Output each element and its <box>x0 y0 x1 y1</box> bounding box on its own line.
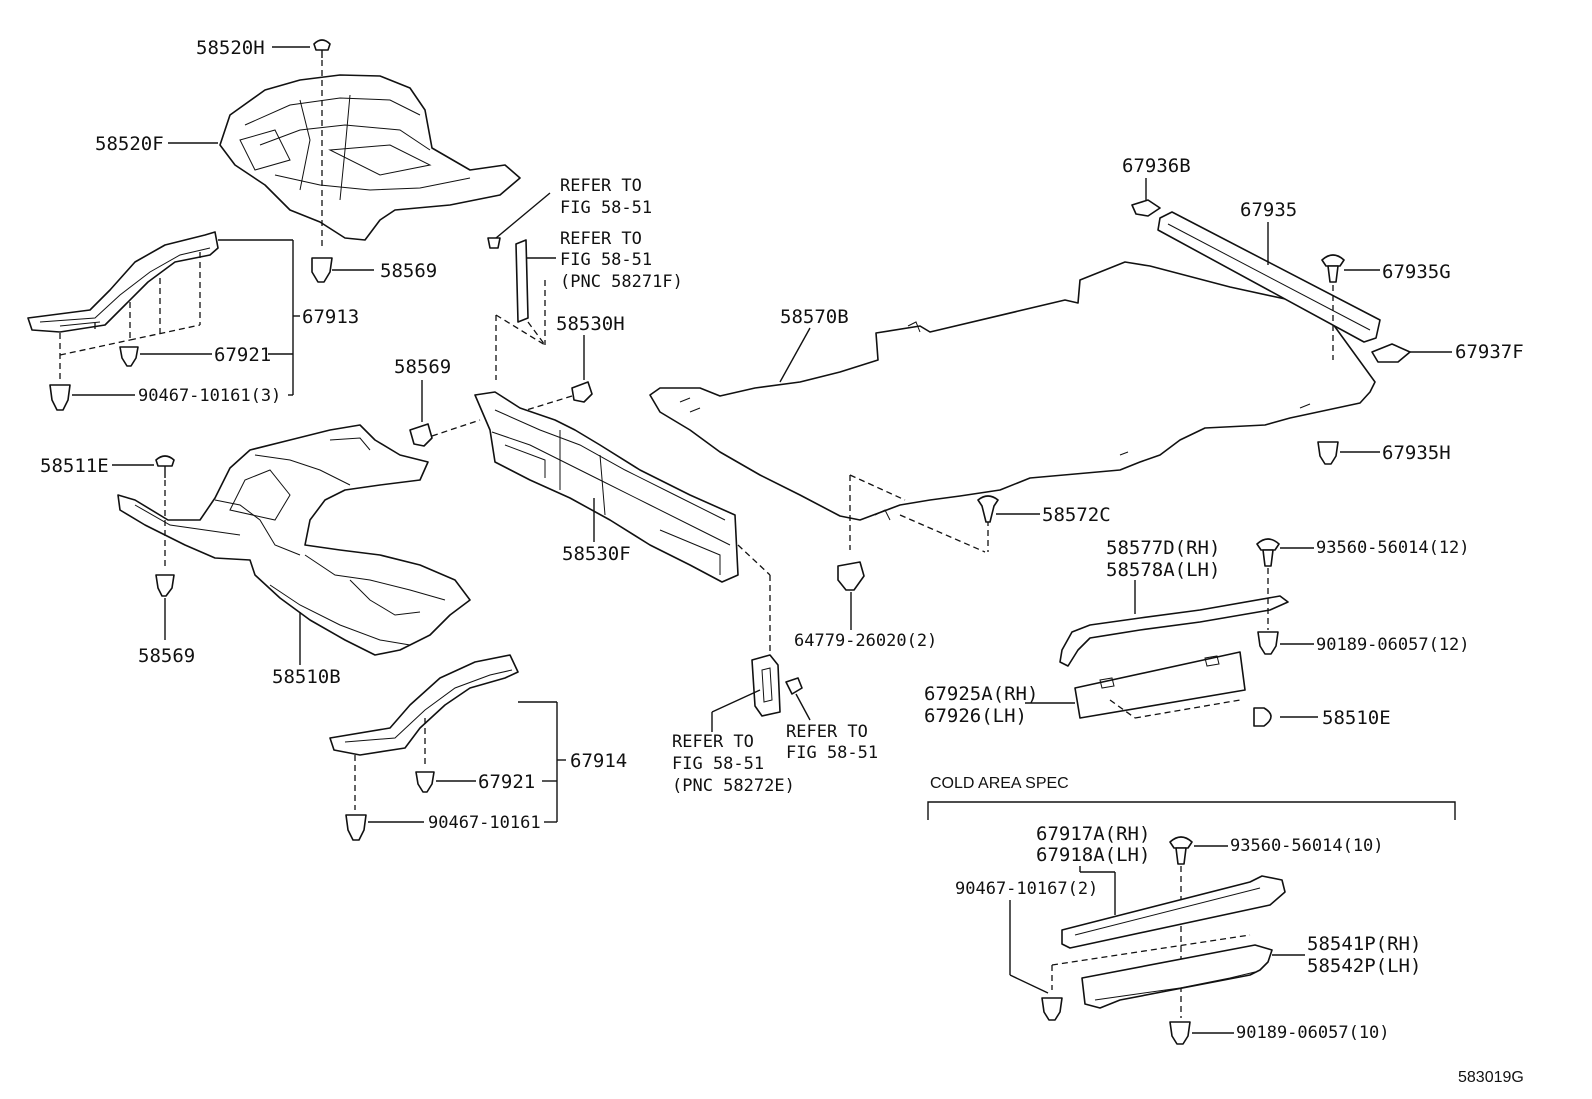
label-58569-b: 58569 <box>394 356 451 378</box>
clip-67921-a <box>119 346 139 367</box>
step-cover-67917A <box>1061 875 1286 949</box>
label-90467-2: 90467-10167(2) <box>955 879 1098 899</box>
label-67935H: 67935H <box>1382 442 1451 464</box>
label-58542P: 58542P(LH) <box>1307 955 1421 977</box>
label-58510B: 58510B <box>272 666 341 688</box>
panel-67925A <box>1074 651 1246 719</box>
label-93560-10: 93560-56014(10) <box>1230 836 1384 856</box>
label-67918A: 67918A(LH) <box>1036 844 1150 866</box>
clip-58510E <box>1253 707 1272 727</box>
label-67917A: 67917A(RH) <box>1036 823 1150 845</box>
floor-mat-58570B <box>649 261 1376 521</box>
rail-67935 <box>1157 211 1381 343</box>
clip-58520H <box>313 39 331 58</box>
bracket-58577D <box>1059 595 1289 667</box>
clip-67921-b <box>415 771 435 793</box>
scuff-plate-67913 <box>27 231 219 333</box>
clip-58569-a <box>311 257 333 283</box>
label-67935: 67935 <box>1240 199 1297 221</box>
label-67921-a: 67921 <box>214 344 271 366</box>
clip-58511E <box>155 455 175 478</box>
bolt-refer-d <box>785 677 803 695</box>
refer-b-line1: REFER TO <box>560 229 642 249</box>
insulator-58541P <box>1081 944 1273 1009</box>
refer-d-line1: REFER TO <box>786 722 868 742</box>
pad-67936B <box>1131 199 1161 217</box>
label-67936B: 67936B <box>1122 155 1191 177</box>
label-58570B: 58570B <box>780 306 849 328</box>
clip-90467-b <box>345 814 367 841</box>
diagram-id: 583019G <box>1458 1069 1524 1086</box>
refer-b-line2: FIG 58-51 <box>560 250 652 270</box>
label-67914: 67914 <box>570 750 627 772</box>
clip-90189-12 <box>1257 631 1279 655</box>
refer-c-line3: (PNC 58272E) <box>672 776 795 796</box>
label-58530F: 58530F <box>562 543 631 565</box>
floor-mat-58510B <box>117 424 471 656</box>
scuff-plate-67914 <box>329 654 519 756</box>
label-90467-3: 90467-10161(3) <box>138 386 281 406</box>
label-58510E: 58510E <box>1322 707 1391 729</box>
label-90189-10: 90189-06057(10) <box>1236 1023 1390 1043</box>
refer-d-line2: FIG 58-51 <box>786 743 878 763</box>
clip-64779 <box>837 561 865 591</box>
clip-refer-a <box>487 237 501 249</box>
clip-67935H <box>1317 441 1339 465</box>
clip-90189-10 <box>1169 1021 1191 1045</box>
clip-58569-b <box>409 423 433 447</box>
bolt-67935G <box>1321 254 1345 283</box>
floor-mat-58520F <box>219 74 521 241</box>
label-58569-c: 58569 <box>138 645 195 667</box>
clip-90467-c <box>1041 997 1063 1021</box>
label-67925A: 67925A(RH) <box>924 683 1038 705</box>
label-64779: 64779-26020(2) <box>794 631 937 651</box>
refer-c-line2: FIG 58-51 <box>672 754 764 774</box>
label-67913: 67913 <box>302 306 359 328</box>
label-58578A: 58578A(LH) <box>1106 559 1220 581</box>
label-93560-12: 93560-56014(12) <box>1316 538 1470 558</box>
refer-c-line1: REFER TO <box>672 732 754 752</box>
clip-90467-a <box>49 384 71 411</box>
label-58511E: 58511E <box>40 455 109 477</box>
clip-58530H <box>571 381 593 403</box>
label-58530H: 58530H <box>556 313 625 335</box>
label-58577D: 58577D(RH) <box>1106 537 1220 559</box>
label-67937F: 67937F <box>1455 341 1524 363</box>
cold-area-spec-title: COLD AREA SPEC <box>930 775 1069 792</box>
refer-b-line3: (PNC 58271F) <box>560 272 683 292</box>
label-90467-b: 90467-10161 <box>428 813 541 833</box>
bracket-58272E <box>751 654 781 717</box>
bracket-58271F <box>515 239 529 323</box>
label-58572C: 58572C <box>1042 504 1111 526</box>
label-67935G: 67935G <box>1382 261 1451 283</box>
label-58569-a: 58569 <box>380 260 437 282</box>
clip-58572C <box>977 495 999 523</box>
label-58520F: 58520F <box>95 133 164 155</box>
insulator-58530F <box>474 391 739 583</box>
pad-67937F <box>1371 343 1411 363</box>
bolt-93560-12 <box>1256 538 1280 567</box>
refer-a-line2: FIG 58-51 <box>560 198 652 218</box>
bolt-93560-10 <box>1169 836 1193 865</box>
label-67921-b: 67921 <box>478 771 535 793</box>
label-67926: 67926(LH) <box>924 705 1027 727</box>
label-58541P: 58541P(RH) <box>1307 933 1421 955</box>
clip-58569-c <box>155 574 175 597</box>
refer-a-line1: REFER TO <box>560 176 642 196</box>
label-58520H: 58520H <box>196 37 265 59</box>
label-90189-12: 90189-06057(12) <box>1316 635 1470 655</box>
